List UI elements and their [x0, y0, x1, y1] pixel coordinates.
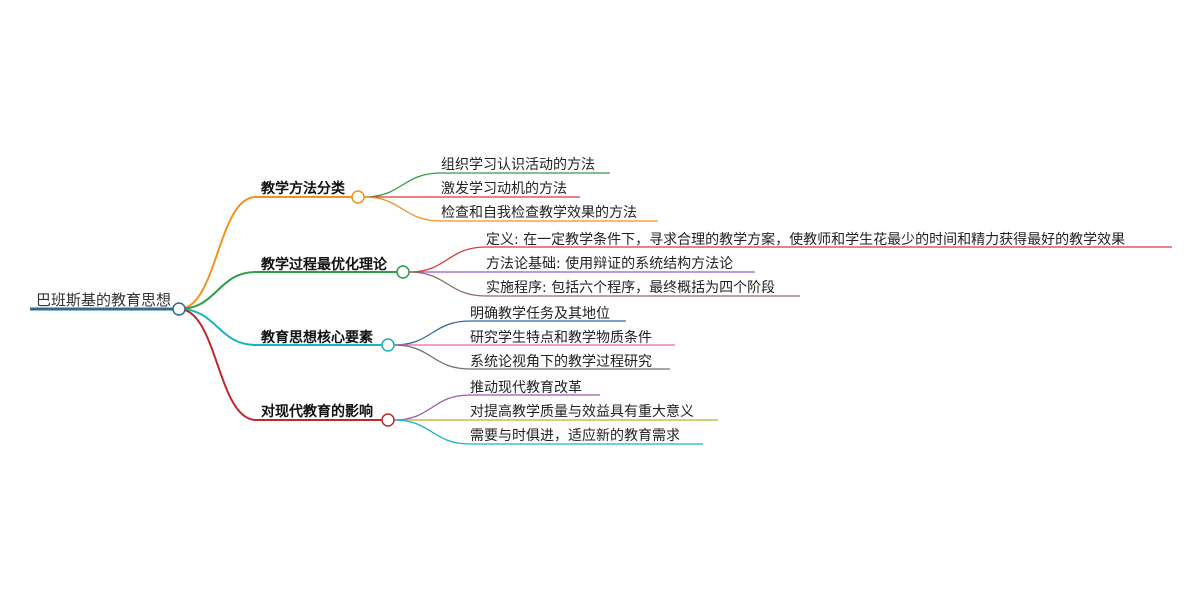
leaf-connector — [393, 394, 471, 421]
leaf-connector — [393, 320, 471, 346]
leaf-teaching-tasks[interactable]: 明确教学任务及其地位 — [470, 306, 610, 322]
leaf-definition[interactable]: 定义: 在一定教学条件下，寻求合理的教学方案，使教师和学生花最少的时间和精力获得… — [486, 232, 1126, 248]
leaf-connector — [408, 271, 487, 297]
branch-connector — [178, 196, 257, 310]
root-node-label[interactable]: 巴班斯基的教育思想 — [36, 291, 172, 309]
leaf-connector — [393, 344, 471, 370]
branch-connector — [178, 308, 257, 421]
branch-connector — [178, 271, 257, 310]
leaf-student-characteristics[interactable]: 研究学生特点和教学物质条件 — [470, 330, 652, 346]
leaf-systems-perspective[interactable]: 系统论视角下的教学过程研究 — [470, 354, 652, 370]
branch-node-circle — [381, 413, 395, 427]
leaf-connector — [408, 246, 487, 273]
branch-teaching-methods[interactable]: 教学方法分类 — [261, 181, 345, 197]
leaf-implementation-procedure[interactable]: 实施程序: 包括六个程序，最终概括为四个阶段 — [486, 280, 776, 296]
branch-node-circle — [396, 265, 410, 279]
leaf-connector — [393, 419, 471, 445]
leaf-organize-cognitive-activity[interactable]: 组织学习认识活动的方法 — [441, 157, 595, 173]
leaf-improve-quality[interactable]: 对提高教学质量与效益具有重大意义 — [470, 404, 694, 420]
leaf-methodology-basis[interactable]: 方法论基础: 使用辩证的系统结构方法论 — [486, 256, 734, 272]
leaf-promote-reform[interactable]: 推动现代教育改革 — [470, 380, 582, 396]
branch-optimization-theory[interactable]: 教学过程最优化理论 — [261, 257, 387, 273]
branch-connector — [178, 308, 257, 346]
branch-modern-influence[interactable]: 对现代教育的影响 — [261, 404, 373, 420]
leaf-keep-pace[interactable]: 需要与时俱进，适应新的教育需求 — [470, 428, 680, 444]
leaf-check-effect[interactable]: 检查和自我检查教学效果的方法 — [441, 205, 637, 221]
leaf-connector — [363, 172, 442, 198]
branch-node-circle — [351, 190, 365, 204]
leaf-stimulate-motivation[interactable]: 激发学习动机的方法 — [441, 181, 567, 197]
branch-core-elements[interactable]: 教育思想核心要素 — [261, 330, 373, 346]
leaf-connector — [363, 196, 442, 222]
branch-node-circle — [381, 338, 395, 352]
root-node-circle — [172, 302, 186, 316]
